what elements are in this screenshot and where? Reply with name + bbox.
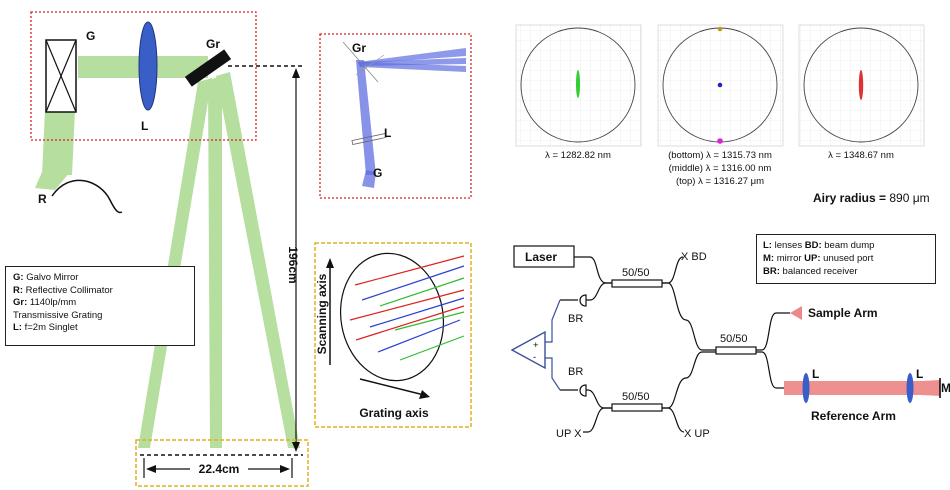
- inset-label-g: G: [373, 166, 382, 180]
- inset-label-l: L: [384, 126, 391, 140]
- collimator-icon: [51, 179, 123, 214]
- caption-middle-middle: (middle) λ = 1316.00 nm: [669, 163, 772, 174]
- ref-lens-1-icon: [802, 373, 810, 403]
- coupler2-label: 50/50: [622, 391, 650, 403]
- label-g: G: [86, 29, 95, 43]
- inset-label-gr: Gr: [352, 41, 366, 55]
- ofs-legend-row-0: L: lenses BD: beam dump: [763, 240, 875, 251]
- green-beams: [35, 56, 300, 448]
- scanning-axis-label: Scanning axis: [315, 273, 329, 354]
- reference-arm-label: Reference Arm: [811, 409, 896, 423]
- up-left-label: UP X: [556, 428, 582, 440]
- grating-icon: [184, 49, 232, 87]
- focal-plane-box: [135, 439, 309, 487]
- label-gr: Gr: [206, 37, 220, 51]
- legend-row-3: Transmissive Grating: [13, 309, 103, 321]
- ref-lens-2-label: L: [916, 367, 923, 381]
- legend-row-0: G: Galvo Mirror: [13, 272, 79, 283]
- ofs-schematic: [510, 245, 790, 433]
- legend-row-2: Gr: 1140lp/mm: [13, 297, 77, 308]
- spot-diagram-middle: [657, 24, 784, 147]
- coupler1-label: 50/50: [622, 267, 650, 279]
- br2-label: BR: [568, 366, 583, 378]
- coupler3-label: 50/50: [720, 333, 748, 345]
- label-l: L: [141, 119, 148, 133]
- height-label: 196cm: [286, 246, 300, 283]
- legend-row-1: R: Reflective Collimator: [13, 284, 113, 296]
- ofs-legend-row-2: BR: balanced receiver: [763, 266, 858, 277]
- caption-middle-top: (top) λ = 1316.27 μm: [676, 176, 764, 187]
- br1-label: BR: [568, 313, 583, 325]
- inset-box: [319, 33, 472, 199]
- inset-beams: [342, 41, 466, 188]
- airy-radius-text: Airy radius =: [813, 191, 889, 205]
- legend-row-4: L: f=2m Singlet: [13, 322, 78, 333]
- caption-left: λ = 1282.82 nm: [545, 150, 611, 161]
- ofs-legend-row-1: M: mirror UP: unused port: [763, 253, 874, 264]
- component-legend: G: Galvo Mirror R: Reflective Collimator…: [5, 266, 195, 346]
- spot-bottom-mark: [717, 138, 723, 144]
- spot-right-mark: [858, 70, 864, 100]
- bd-label: X BD: [681, 251, 707, 263]
- galvo-mirror-icon: [45, 39, 77, 113]
- sample-arm-label: Sample Arm: [808, 306, 878, 320]
- spot-left-mark: [576, 70, 580, 98]
- airy-radius-label: Airy radius = 890 μm: [813, 191, 930, 205]
- scan-box: [314, 242, 472, 428]
- width-label: 22.4cm: [199, 462, 240, 476]
- ref-lens-1-label: L: [812, 367, 819, 381]
- reference-arm: [784, 373, 941, 403]
- scan-ellipse: [339, 252, 445, 382]
- caption-middle-bottom: (bottom) λ = 1315.73 nm: [668, 150, 772, 161]
- galvo-box: [30, 11, 257, 141]
- br-minus: -: [533, 352, 536, 363]
- lens-icon: [138, 21, 158, 111]
- spot-diagram-right: [798, 24, 925, 147]
- caption-right: λ = 1348.67 nm: [828, 150, 894, 161]
- spot-diagram-left: [515, 24, 642, 147]
- scan-lines: [349, 255, 465, 361]
- up-right-label: X UP: [684, 428, 710, 440]
- spot-middle-mark: [717, 82, 723, 88]
- ref-mirror-label: M: [941, 381, 950, 395]
- label-r: R: [38, 192, 47, 206]
- br-plus: +: [533, 340, 539, 351]
- ofs-legend: L: lenses BD: beam dump M: mirror UP: un…: [756, 234, 936, 284]
- spot-top-mark: [717, 26, 723, 32]
- laser-label: Laser: [525, 250, 557, 264]
- sample-arm-beam: [790, 306, 802, 320]
- ref-lens-2-icon: [906, 373, 914, 403]
- airy-radius-value: 890 μm: [889, 191, 929, 205]
- grating-axis-label: Grating axis: [359, 406, 429, 420]
